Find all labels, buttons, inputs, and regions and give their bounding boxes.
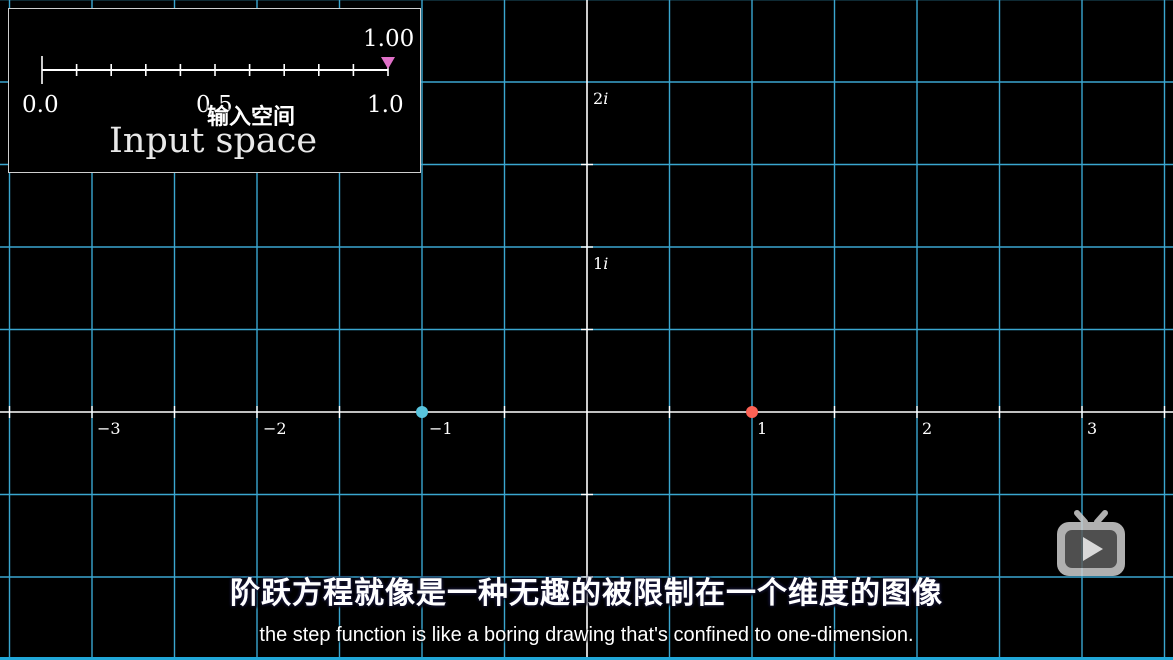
slider-tick-label-0: 0.0 <box>22 92 59 118</box>
real-tick-label-neg1: −1 <box>429 419 453 438</box>
imag-unit-1: i <box>603 254 608 273</box>
real-tick-label-3: 3 <box>1087 419 1097 438</box>
real-tick-label-neg3: −3 <box>97 419 121 438</box>
antenna-left <box>1074 510 1088 525</box>
imag-tick-label-2: 2i <box>593 89 608 108</box>
bilibili-tv-icon <box>1057 510 1125 576</box>
slider-tick-label-1: 1.0 <box>367 92 404 118</box>
subtitle-english: the step function is like a boring drawi… <box>259 624 914 646</box>
imag-tick-label-1-number: 1 <box>593 254 603 273</box>
bottom-progress-bar <box>0 657 1173 660</box>
subtitle-chinese: 阶跃方程就像是一种无趣的被限制在一个维度的图像 <box>230 576 943 611</box>
input-space-panel: 1.00 0.0 0.5 1.0 Input space 输入空间 <box>8 8 421 173</box>
imag-unit-2: i <box>603 89 608 108</box>
slider-value: 1.00 <box>363 26 415 52</box>
blue-point <box>416 406 428 418</box>
input-space-title: Input space <box>109 121 318 161</box>
red-point <box>746 406 758 418</box>
real-tick-label-2: 2 <box>922 419 932 438</box>
play-triangle-icon <box>1083 537 1103 561</box>
real-tick-label-neg2: −2 <box>263 419 287 438</box>
input-space-title-translation: 输入空间 <box>207 105 296 130</box>
real-tick-label-1: 1 <box>757 419 767 438</box>
slider-tick-label-05: 0.5 <box>196 92 233 118</box>
antenna-right <box>1094 510 1108 525</box>
input-slider <box>41 56 395 84</box>
imag-tick-label-1: 1i <box>593 254 608 273</box>
slider-marker-triangle[interactable] <box>381 57 395 69</box>
imag-tick-label-2-number: 2 <box>593 89 603 108</box>
